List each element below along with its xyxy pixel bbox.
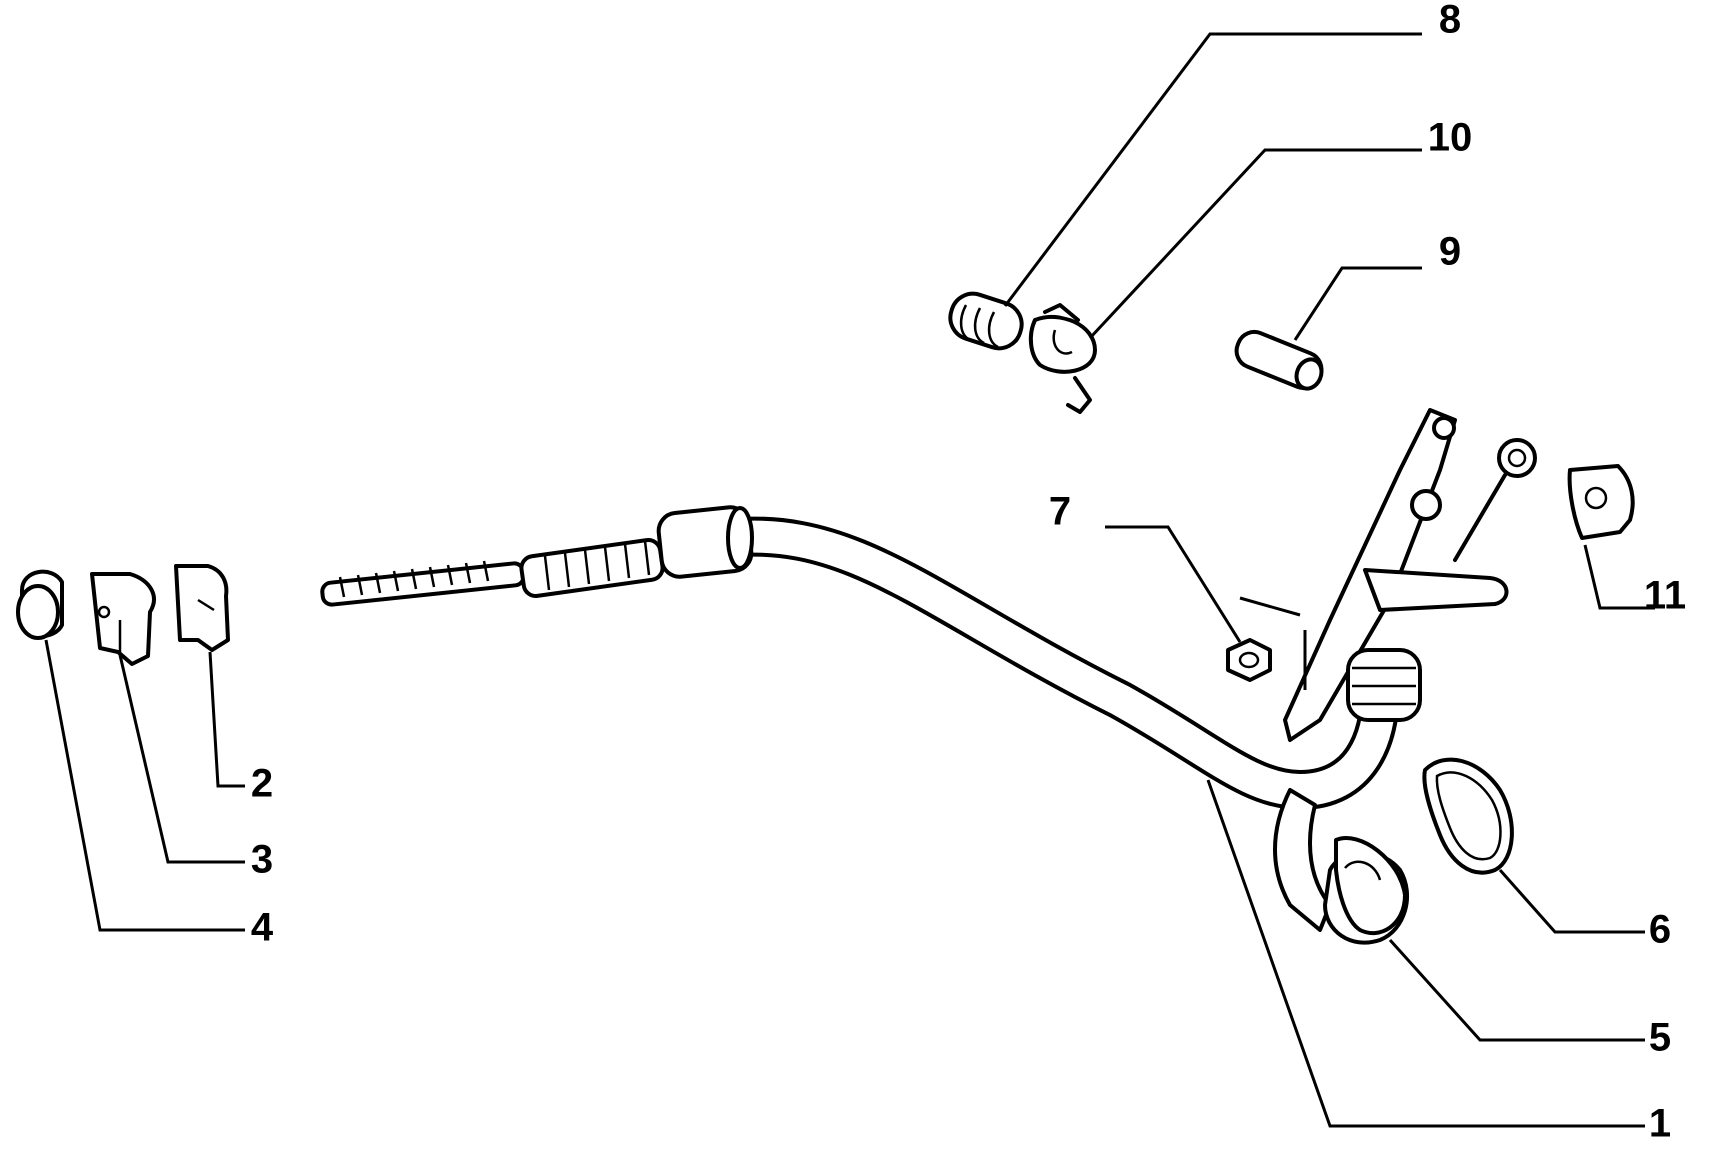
- gasket-part-6: [1422, 757, 1514, 875]
- cap-part-4: [16, 569, 64, 640]
- pin-part-9: [1234, 329, 1324, 391]
- clip-part-2: [174, 564, 230, 652]
- callout-labels: 1 2 3 4 5 6 7 8 9 10 11: [251, 0, 1686, 1146]
- callout-7: 7: [1049, 490, 1071, 534]
- spring-part-8: [948, 291, 1024, 351]
- callout-4: 4: [251, 906, 274, 950]
- callout-2: 2: [251, 762, 273, 806]
- callout-3: 3: [251, 838, 273, 882]
- callout-10: 10: [1428, 116, 1473, 160]
- clip-part-3: [90, 572, 156, 666]
- callout-9: 9: [1439, 230, 1461, 274]
- clip-part-11: [1567, 464, 1635, 540]
- nut-part-7: [1226, 638, 1272, 682]
- clutch-cable-part: [320, 505, 1400, 810]
- callout-6: 6: [1649, 908, 1671, 952]
- torsion-spring-part-10: [1028, 303, 1097, 414]
- callout-1: 1: [1649, 1102, 1671, 1146]
- callout-11: 11: [1644, 574, 1686, 618]
- pad-part-5: [1334, 836, 1407, 936]
- callout-8: 8: [1439, 0, 1461, 42]
- leader-lines: [44, 32, 1655, 1128]
- callout-5: 5: [1649, 1016, 1671, 1060]
